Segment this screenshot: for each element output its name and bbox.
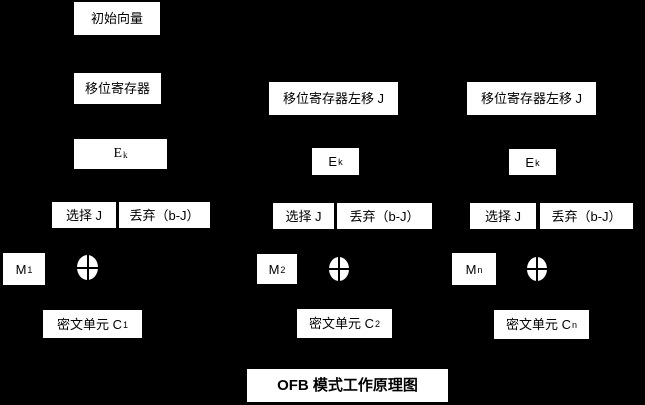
ek-subscript-2: k [338, 157, 343, 167]
discard-box-2: 丢弃（b-J） [337, 203, 432, 229]
ek-label-1: E [113, 146, 123, 161]
initial-vector-box: 初始向量 [74, 2, 160, 35]
m-label-1: M [15, 261, 27, 277]
discard-box-1: 丢弃（b-J） [119, 202, 210, 228]
shift-register-box-2: 移位寄存器左移 J [269, 82, 398, 115]
cipher-subscript-2: 2 [375, 319, 381, 329]
shift-register-box-1: 移位寄存器 [74, 73, 161, 104]
m-label-3: M [465, 261, 477, 277]
m-subscript-2: 2 [280, 264, 286, 275]
shift-register-box-3: 移位寄存器左移 J [467, 82, 596, 115]
xor-horizontal-line [329, 268, 349, 270]
cipher-label-3: 密文单元 C [505, 317, 571, 332]
cipher-label-1: 密文单元 C [56, 316, 122, 332]
ek-label-3: E [525, 154, 535, 170]
xor-horizontal-line [527, 268, 547, 270]
discard-box-3: 丢弃（b-J） [540, 203, 633, 229]
cipher-subscript-1: 1 [123, 319, 129, 330]
xor-horizontal-line [77, 266, 98, 269]
ek-label-2: E [328, 154, 338, 169]
cipher-label-2: 密文单元 C [308, 316, 374, 331]
xor-icon [527, 257, 547, 281]
ek-subscript-1: k [123, 149, 128, 160]
select-j-box-1: 选择 J [52, 202, 116, 228]
m-subscript-1: 1 [27, 264, 33, 275]
select-j-box-2: 选择 J [273, 203, 334, 229]
m-label-2: M [268, 261, 280, 277]
xor-icon [77, 255, 98, 280]
select-j-box-3: 选择 J [470, 203, 536, 229]
xor-icon [329, 257, 349, 281]
m-subscript-3: n [477, 264, 483, 275]
cipher-subscript-3: n [572, 320, 578, 330]
diagram-title: OFB 模式工作原理图 [247, 369, 448, 402]
ek-subscript-3: k [535, 157, 540, 168]
